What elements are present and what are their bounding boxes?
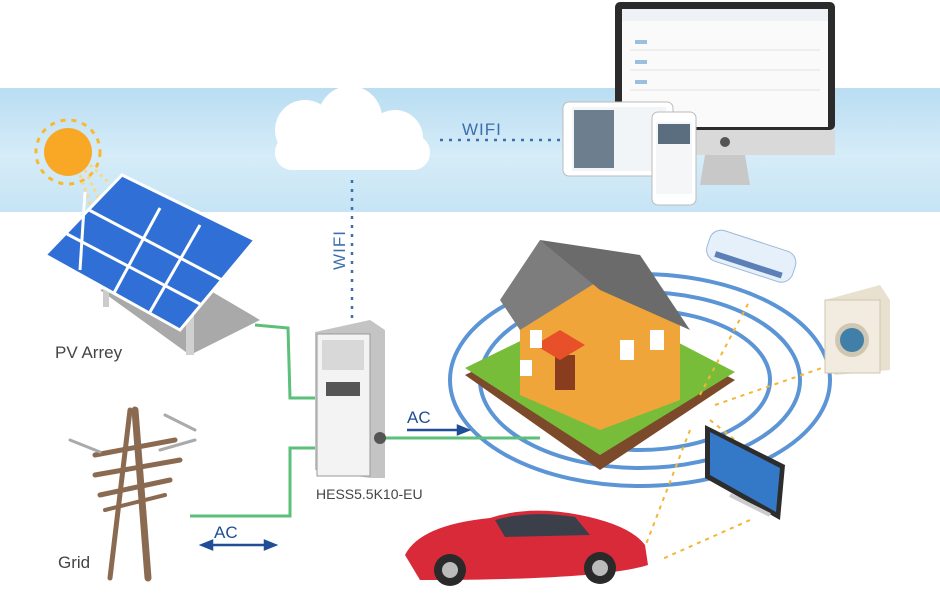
electric-car-icon bbox=[405, 510, 648, 586]
washing-machine-icon bbox=[824, 285, 890, 375]
wifi-label-vertical: WIFI bbox=[329, 230, 349, 270]
cloud-icon bbox=[275, 86, 430, 170]
ac-arrows bbox=[198, 424, 472, 551]
grid-label: Grid bbox=[58, 553, 91, 572]
power-dashes bbox=[639, 299, 846, 561]
pv-array-icon bbox=[42, 173, 260, 355]
tv-icon bbox=[705, 425, 785, 520]
inverter-model-label: HESS5.5K10-EU bbox=[316, 486, 423, 502]
ac-label-grid: AC bbox=[214, 523, 238, 542]
pv-array-label: PV Arrey bbox=[55, 343, 123, 362]
ac-label-house: AC bbox=[407, 408, 431, 427]
house-icon bbox=[465, 240, 735, 470]
inverter-icon bbox=[315, 320, 386, 478]
grid-pole-icon bbox=[68, 406, 197, 582]
desktop-monitor bbox=[615, 2, 835, 185]
tablet-device bbox=[562, 101, 674, 177]
power-cables bbox=[190, 323, 540, 518]
air-conditioner-icon bbox=[706, 229, 797, 283]
phone-device bbox=[651, 111, 697, 206]
wifi-label-horizontal: WIFI bbox=[462, 120, 502, 139]
